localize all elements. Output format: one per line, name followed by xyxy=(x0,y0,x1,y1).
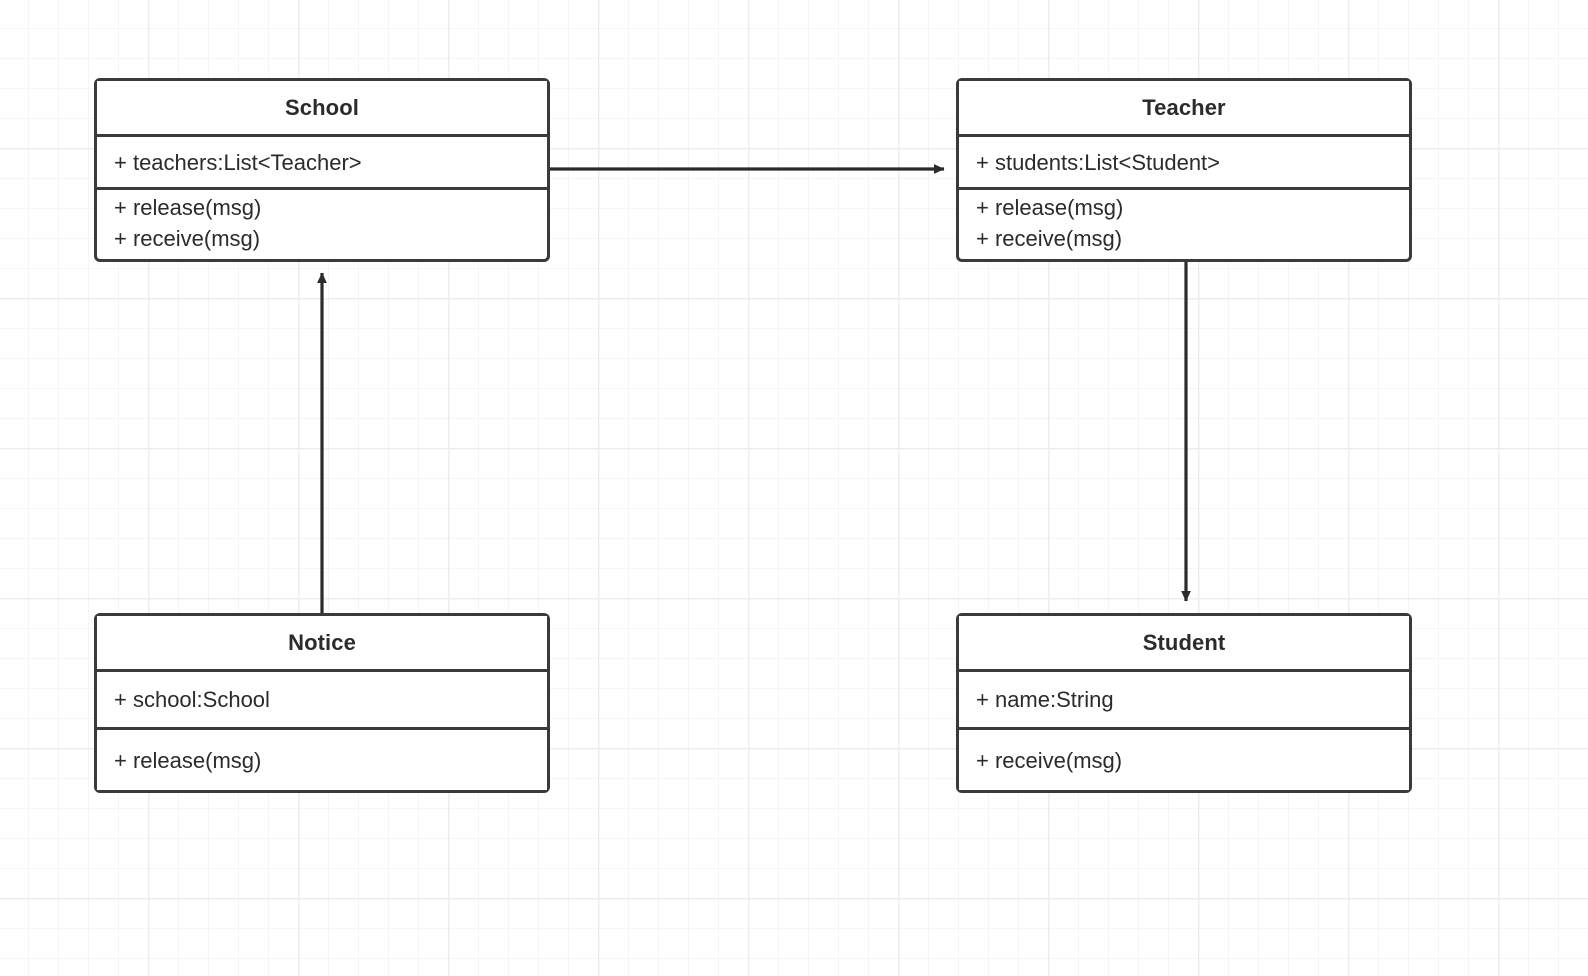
class-method: + release(msg) xyxy=(976,195,1124,220)
class-attributes-student: + name:String xyxy=(959,672,1409,730)
class-attributes-teacher: + students:List<Student> xyxy=(959,137,1409,190)
class-method: + release(msg) xyxy=(114,195,262,220)
class-method: + receive(msg) xyxy=(976,747,1123,773)
class-title-school: School xyxy=(97,81,547,137)
class-methods-student: + receive(msg) xyxy=(959,730,1409,790)
class-attribute: + teachers:List<Teacher> xyxy=(114,149,362,175)
class-attribute: + name:String xyxy=(976,687,1114,712)
class-box-notice[interactable]: Notice + school:School + release(msg) xyxy=(94,613,550,793)
class-method: + receive(msg) xyxy=(114,226,261,251)
class-method: + receive(msg) xyxy=(976,226,1123,251)
class-methods-school: + release(msg) + receive(msg) xyxy=(97,190,547,256)
class-box-school[interactable]: School + teachers:List<Teacher> + releas… xyxy=(94,78,550,262)
class-method: + release(msg) xyxy=(114,747,262,773)
class-methods-notice: + release(msg) xyxy=(97,730,547,790)
class-title-student: Student xyxy=(959,616,1409,672)
class-box-student[interactable]: Student + name:String + receive(msg) xyxy=(956,613,1412,793)
class-box-teacher[interactable]: Teacher + students:List<Student> + relea… xyxy=(956,78,1412,262)
class-attribute: + school:School xyxy=(114,687,270,712)
class-methods-teacher: + release(msg) + receive(msg) xyxy=(959,190,1409,256)
class-attributes-school: + teachers:List<Teacher> xyxy=(97,137,547,190)
class-title-notice: Notice xyxy=(97,616,547,672)
class-attributes-notice: + school:School xyxy=(97,672,547,730)
class-attribute: + students:List<Student> xyxy=(976,149,1221,175)
class-title-teacher: Teacher xyxy=(959,81,1409,137)
